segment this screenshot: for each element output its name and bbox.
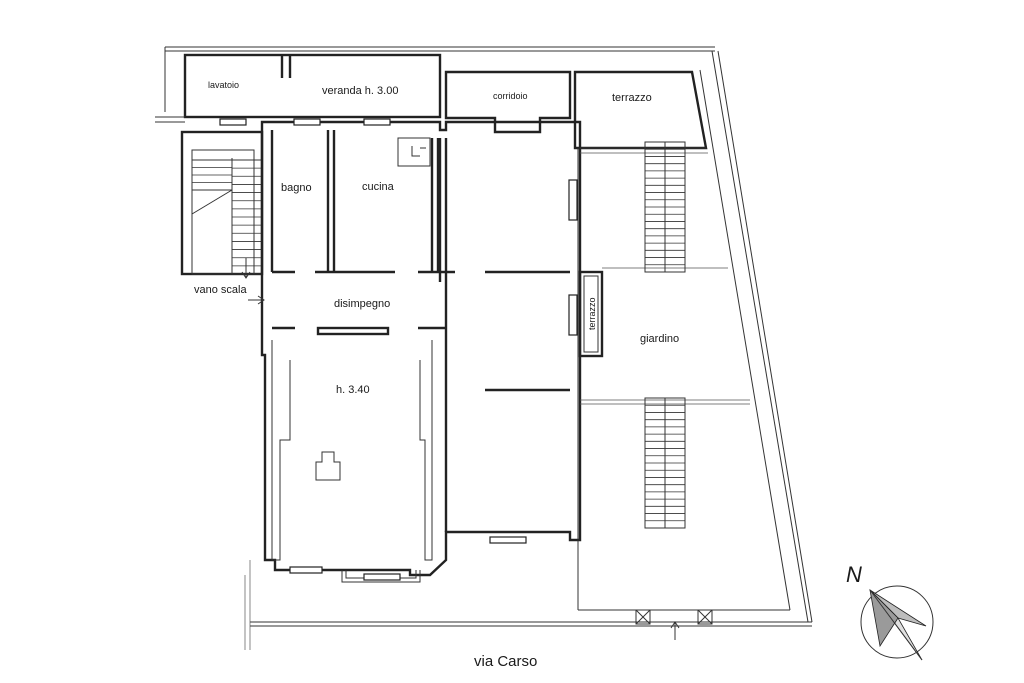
veranda-block <box>155 53 442 123</box>
corridoio-block <box>444 70 572 134</box>
label-street: via Carso <box>474 653 537 670</box>
label-vano-scala: vano scala <box>194 284 247 296</box>
stair-well <box>180 130 264 276</box>
property-boundary <box>164 46 813 650</box>
main-walls <box>260 120 582 583</box>
label-terrazzo-top: terrazzo <box>612 92 652 104</box>
label-terrazzo-side: terrazzo <box>587 297 597 330</box>
label-disimpegno: disimpegno <box>334 298 390 310</box>
north-arrow: N <box>846 562 934 661</box>
stair-entrance-arrows <box>241 258 265 305</box>
street-gates <box>635 609 713 640</box>
garden-area <box>577 69 791 611</box>
terrazzo-top-block <box>573 70 708 150</box>
label-veranda: veranda h. 3.00 <box>322 85 398 97</box>
label-giardino: giardino <box>640 333 679 345</box>
label-cucina: cucina <box>362 181 395 193</box>
north-label: N <box>846 562 862 587</box>
label-bagno: bagno <box>281 182 312 194</box>
kitchen-corner-symbol <box>397 137 431 167</box>
label-room-height: h. 3.40 <box>336 384 370 396</box>
windows <box>219 118 578 581</box>
terrazzo-side-block <box>578 270 604 358</box>
label-corridoio: corridoio <box>493 91 528 101</box>
label-lavatoio: lavatoio <box>208 80 239 90</box>
